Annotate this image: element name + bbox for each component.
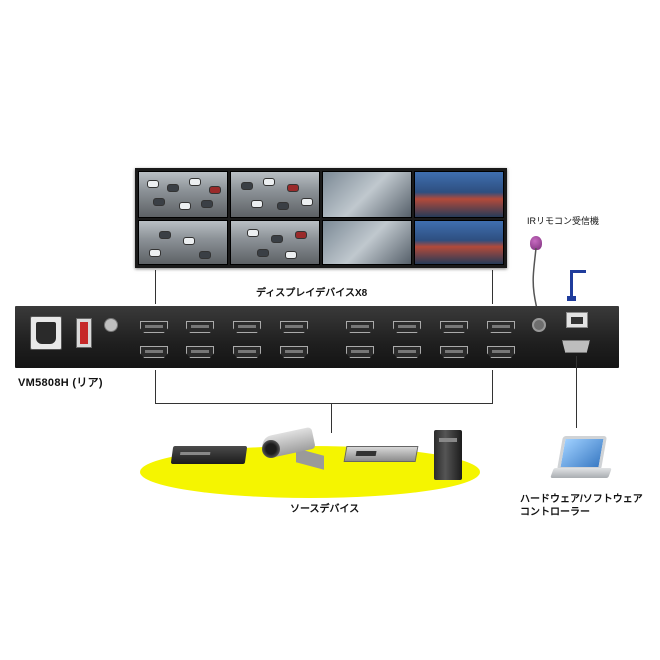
display-screen-3 bbox=[322, 171, 412, 218]
ir-port-icon bbox=[532, 318, 546, 332]
hdmi-input-port bbox=[233, 346, 261, 358]
hdmi-output-port bbox=[487, 321, 515, 333]
source-wire-bus bbox=[155, 403, 493, 404]
vm5808h-rear-panel bbox=[15, 306, 619, 368]
av-receiver-icon bbox=[344, 446, 419, 462]
source-wire-right bbox=[492, 370, 493, 404]
camera-lens-icon bbox=[262, 440, 280, 458]
display-wire-left bbox=[155, 270, 156, 304]
hdmi-input-port bbox=[186, 346, 214, 358]
hdmi-input-port bbox=[346, 346, 374, 358]
hdmi-output-port bbox=[186, 321, 214, 333]
display-screen-4 bbox=[414, 171, 504, 218]
display-screen-8 bbox=[414, 220, 504, 265]
hdmi-input-port bbox=[280, 346, 308, 358]
display-screen-2 bbox=[230, 171, 320, 218]
controller-wire bbox=[576, 356, 577, 428]
laptop-icon bbox=[557, 436, 607, 470]
hdmi-output-port bbox=[280, 321, 308, 333]
ir-receiver-label: IRリモコン受信機 bbox=[527, 214, 599, 227]
fan-icon bbox=[104, 318, 118, 332]
hdmi-output-port bbox=[346, 321, 374, 333]
lan-port-icon bbox=[566, 312, 588, 328]
display-screen-5 bbox=[138, 220, 228, 265]
source-devices-label: ソースデバイス bbox=[290, 500, 359, 515]
hdmi-input-port bbox=[393, 346, 421, 358]
laptop-base bbox=[550, 468, 612, 478]
hdmi-output-port bbox=[140, 321, 168, 333]
source-wire-drop bbox=[331, 403, 332, 433]
controller-label-line2: コントローラー bbox=[520, 503, 590, 518]
hdmi-input-port bbox=[140, 346, 168, 358]
display-screen-6 bbox=[230, 220, 320, 265]
power-switch-icon bbox=[76, 318, 92, 348]
source-wire-left bbox=[155, 370, 156, 404]
rs232-port-icon bbox=[562, 340, 590, 353]
display-devices-label: ディスプレイデバイスX8 bbox=[256, 284, 367, 299]
pc-tower-icon bbox=[434, 430, 462, 480]
lan-cable-plug bbox=[567, 296, 576, 301]
hdmi-output-port bbox=[440, 321, 468, 333]
hdmi-output-port bbox=[233, 321, 261, 333]
display-wire-right bbox=[492, 270, 493, 304]
display-screen-7 bbox=[322, 220, 412, 265]
video-wall-icon bbox=[135, 168, 507, 268]
hdmi-input-port bbox=[440, 346, 468, 358]
hdmi-input-port bbox=[487, 346, 515, 358]
dvd-player-icon bbox=[171, 446, 248, 464]
power-inlet-icon bbox=[30, 316, 62, 350]
display-screen-1 bbox=[138, 171, 228, 218]
device-model-label: VM5808H (リア) bbox=[18, 374, 103, 390]
hdmi-output-port bbox=[393, 321, 421, 333]
